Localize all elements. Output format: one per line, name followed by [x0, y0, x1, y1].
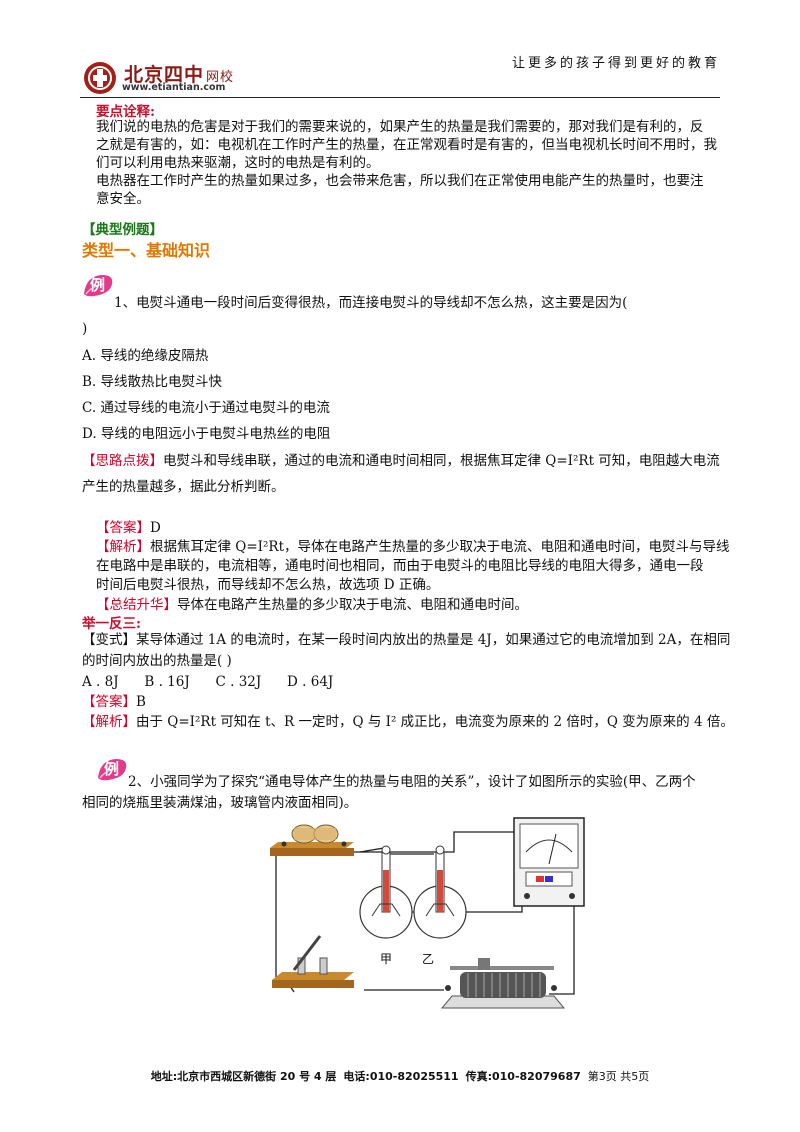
page-number: 第3页 共5页	[587, 1070, 650, 1083]
section-type-1: 类型一、基础知识	[82, 241, 211, 260]
circuit-diagram: 甲 乙	[264, 812, 594, 1022]
key-points-paragraph-2: 电热器在工作时产生的热量如果过多，也会带来危害，所以我们在正常使用电能产生的热量…	[96, 173, 704, 207]
example-badge-icon	[98, 759, 127, 781]
variant-stem-2: 的时间内放出的热量是( )	[82, 653, 232, 669]
variant-title: 举一反三:	[82, 616, 141, 632]
logo: 北京四中网校 www.etiantian.com	[80, 60, 240, 100]
label-yi: 乙	[422, 952, 435, 966]
q1-hint: 【思路点拨】电熨斗和导线串联，通过的电流和通电时间相同，根据焦耳定律 Q=I²R…	[82, 453, 720, 469]
logo-url: www.etiantian.com	[122, 82, 226, 93]
variant-answer: 【答案】B	[82, 694, 146, 710]
label-jia: 甲	[380, 952, 393, 966]
q2-stem: 2、小强同学为了探究“通电导体产生的热量与电阻的关系”，设计了如图所示的实验(甲…	[128, 774, 696, 790]
switch	[272, 935, 354, 988]
variant-analysis: 【解析】由于 Q=I²Rt 可知在 t、R 一定时，Q 与 I² 成正比，电流变…	[82, 714, 734, 730]
q1-stem: 1、电熨斗通电一段时间后变得很热，而连接电熨斗的导线却不怎么热，这主要是因为(	[114, 295, 628, 311]
ammeter	[513, 817, 585, 907]
header-slogan: 让更多的孩子得到更好的教育	[511, 56, 720, 71]
circuit-svg	[270, 817, 585, 1009]
q2-stem-2: 相同的烧瓶里装满煤油，玻璃管内液面相同)。	[82, 795, 358, 811]
q1-option-d: D. 导线的电阻远小于电熨斗电热丝的电阻	[82, 426, 331, 442]
rheostat	[440, 958, 566, 1009]
resistance-box	[270, 824, 354, 856]
example-badge-2: 例	[96, 756, 130, 782]
variant-stem: 【变式】某导体通过 1A 的电流时，在某一段时间内放出的热量是 4J，如果通过它…	[82, 632, 731, 648]
flask-yi	[413, 845, 467, 939]
key-points-title: 要点诠释:	[96, 104, 155, 120]
q1-analysis-2: 在电路中是串联的，电流相等，通电时间也相同，而由于电熨斗的电阻比导线的电阻大得多…	[96, 558, 704, 574]
q1-answer: 【答案】D	[96, 520, 161, 536]
flask-jia	[359, 845, 413, 939]
logo-subtext: 网校	[206, 70, 235, 85]
example-badge-icon	[84, 275, 113, 297]
logo-text: 北京四中	[124, 64, 205, 86]
hint-tag: 【思路点拨】	[82, 453, 163, 469]
q1-analysis-3: 时间后电熨斗很热，而导线却不怎么热，故选项 D 正确。	[96, 577, 440, 593]
header-divider	[80, 97, 720, 98]
q1-option-c: C. 通过导线的电流小于通过电熨斗的电流	[82, 400, 330, 416]
variant-options: A . 8J B . 16J C . 32J D . 64J	[82, 674, 334, 690]
q1-option-a: A. 导线的绝缘皮隔热	[82, 348, 209, 364]
q1-stem-end: )	[82, 321, 88, 337]
example-badge-1: 例	[82, 272, 116, 298]
q1-hint-cont: 产生的热量越多，据此分析判断。	[82, 479, 285, 495]
key-points-paragraph-1: 我们说的电热的危害是对于我们的需要来说的，如果产生的热量是我们需要的，那对我们是…	[96, 119, 717, 171]
logo-emblem-icon	[84, 62, 116, 94]
q1-option-b: B. 导线散热比电熨斗快	[82, 374, 223, 390]
page-footer: 地址:北京市西城区新德街 20 号 4 层 电话:010-82025511 传真…	[150, 1070, 650, 1083]
section-typical-examples: 【典型例题】	[82, 222, 163, 238]
q1-analysis: 【解析】根据焦耳定律 Q=I²Rt，导体在电路产生热量的多少取决于电流、电阻和通…	[96, 539, 730, 555]
q1-summary: 【总结升华】导体在电路产生热量的多少取决于电流、电阻和通电时间。	[96, 597, 528, 613]
